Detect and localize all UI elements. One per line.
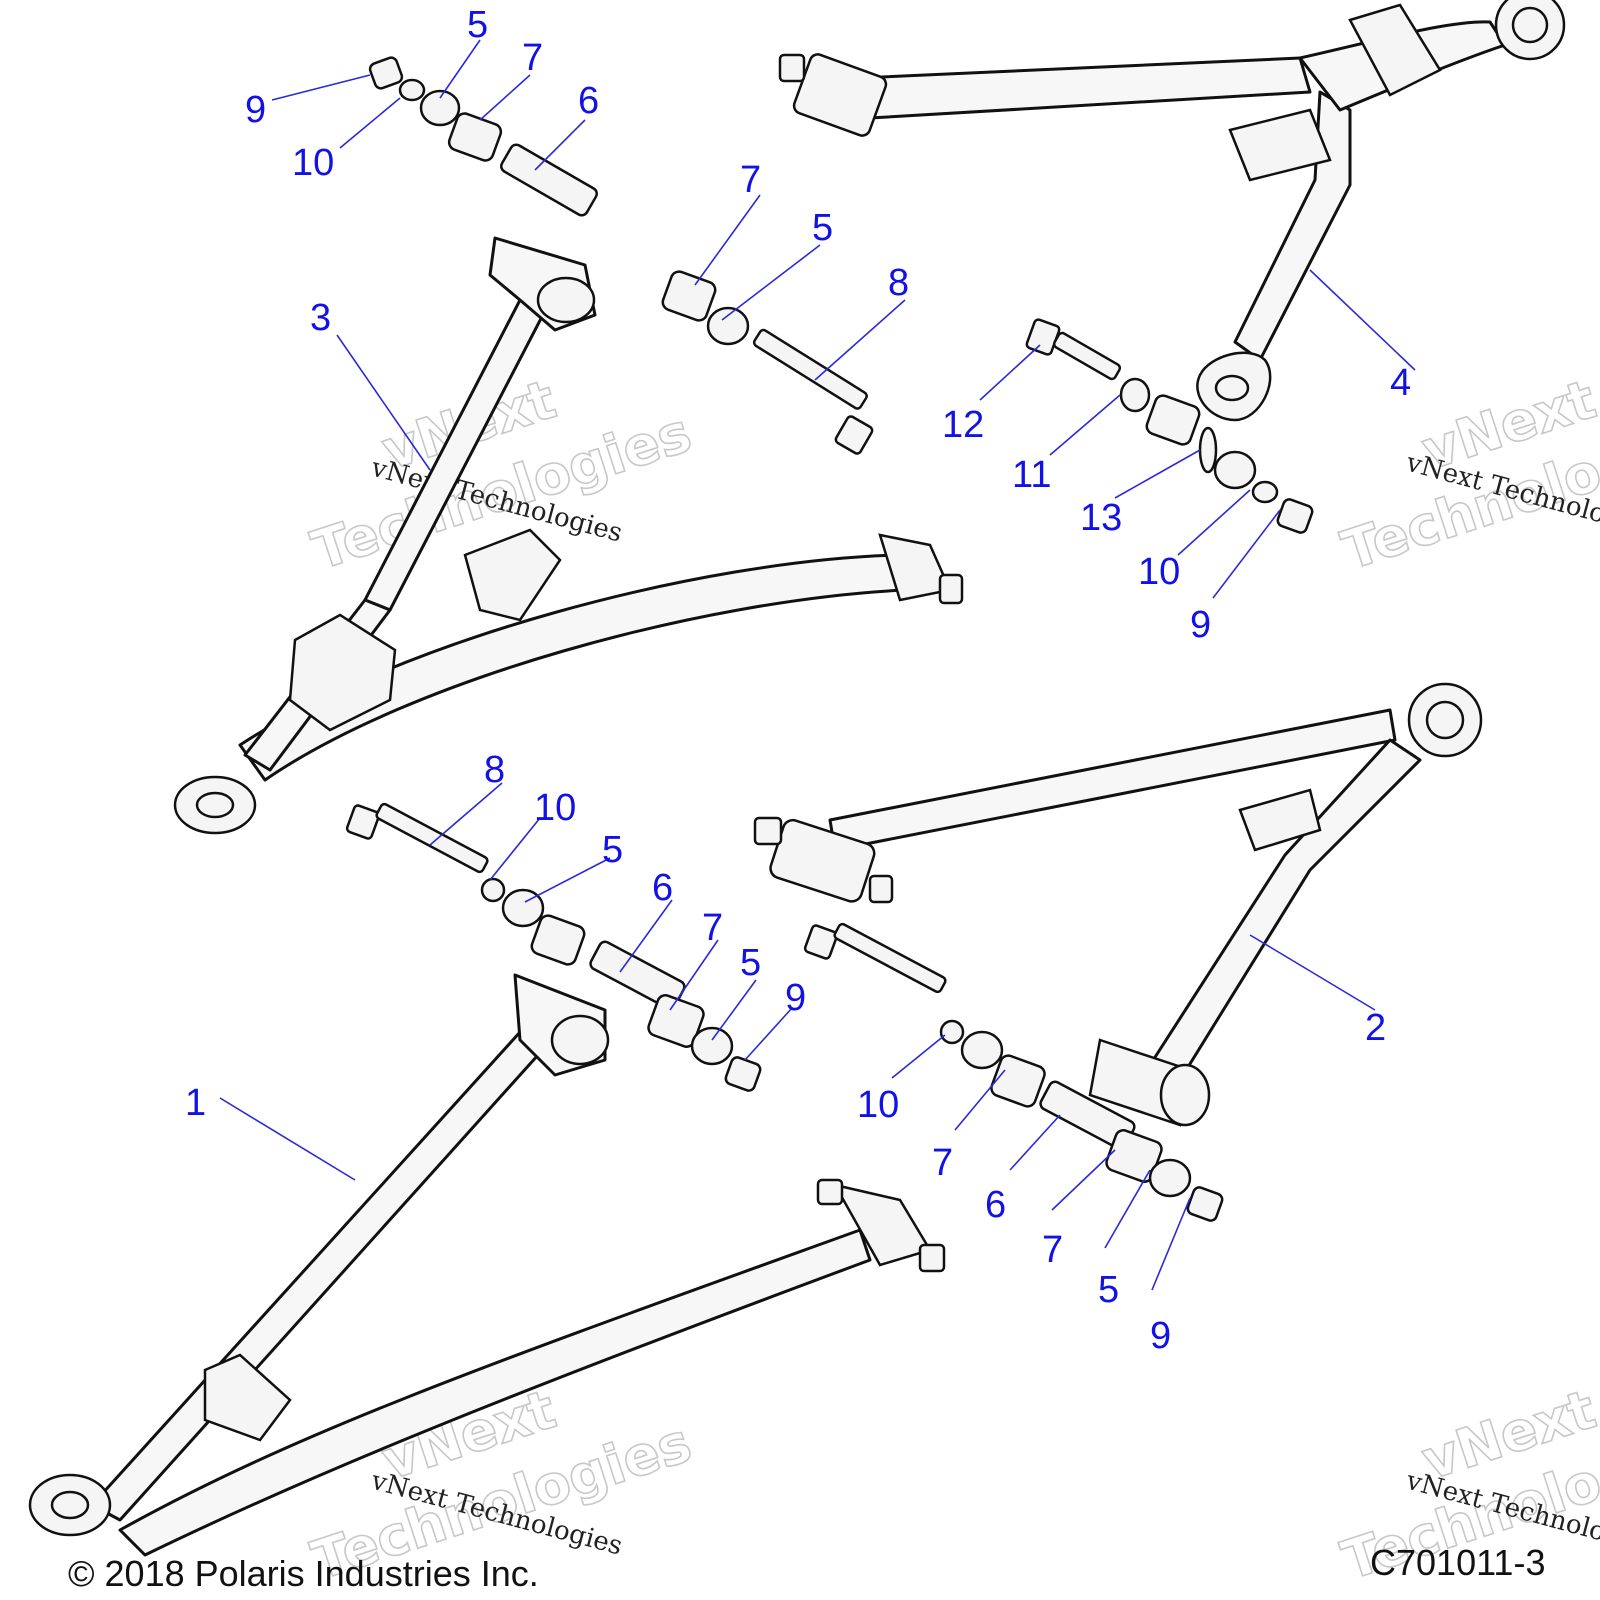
callout-9: 9 <box>1150 1315 1171 1357</box>
hardware-group-top-left <box>368 56 598 217</box>
hardware-group-center <box>661 270 874 455</box>
callout-11: 11 <box>1012 454 1051 496</box>
callout-9: 9 <box>785 977 806 1019</box>
callout-3: 3 <box>310 297 331 339</box>
callout-6: 6 <box>652 867 673 909</box>
control-arm-part-1 <box>28 973 946 1557</box>
hardware-group-lower-left <box>345 802 762 1092</box>
callout-13: 13 <box>1080 497 1122 539</box>
leader-lines <box>219 39 1416 1291</box>
callout-8: 8 <box>484 749 505 791</box>
control-arm-part-2 <box>753 682 1483 1127</box>
callout-1: 1 <box>185 1082 206 1124</box>
callout-5: 5 <box>1098 1269 1119 1311</box>
callout-10: 10 <box>292 142 334 184</box>
callout-5: 5 <box>740 942 761 984</box>
callout-9: 9 <box>245 89 266 131</box>
callout-10: 10 <box>534 787 576 829</box>
hardware-group-right <box>1025 318 1314 534</box>
copyright-text: © 2018 Polaris Industries Inc. <box>68 1553 539 1594</box>
callout-12: 12 <box>942 404 984 446</box>
callout-5: 5 <box>812 207 833 249</box>
callout-7: 7 <box>932 1142 953 1184</box>
callouts: 9 10 5 7 6 7 5 8 3 4 12 11 13 10 9 8 10 … <box>185 4 1411 1357</box>
callout-8: 8 <box>888 262 909 304</box>
callout-7: 7 <box>522 37 543 79</box>
control-arm-part-3 <box>173 236 964 835</box>
hardware-group-lower-right <box>803 922 1224 1222</box>
callout-4: 4 <box>1390 362 1411 404</box>
callout-5: 5 <box>602 829 623 871</box>
control-arm-part-4 <box>778 0 1566 422</box>
callout-7: 7 <box>1042 1229 1063 1271</box>
callout-7: 7 <box>702 907 723 949</box>
callout-7: 7 <box>740 159 761 201</box>
drawing-number: C701011-3 <box>1370 1542 1545 1583</box>
callout-6: 6 <box>578 80 599 122</box>
watermark-top-right: vNext Technologies vNext Technologies <box>1334 367 1600 583</box>
callout-5: 5 <box>467 4 488 46</box>
callout-10: 10 <box>1138 551 1180 593</box>
callout-2: 2 <box>1365 1007 1386 1049</box>
callout-9: 9 <box>1190 604 1211 646</box>
callout-10: 10 <box>857 1084 899 1126</box>
callout-6: 6 <box>985 1184 1006 1226</box>
